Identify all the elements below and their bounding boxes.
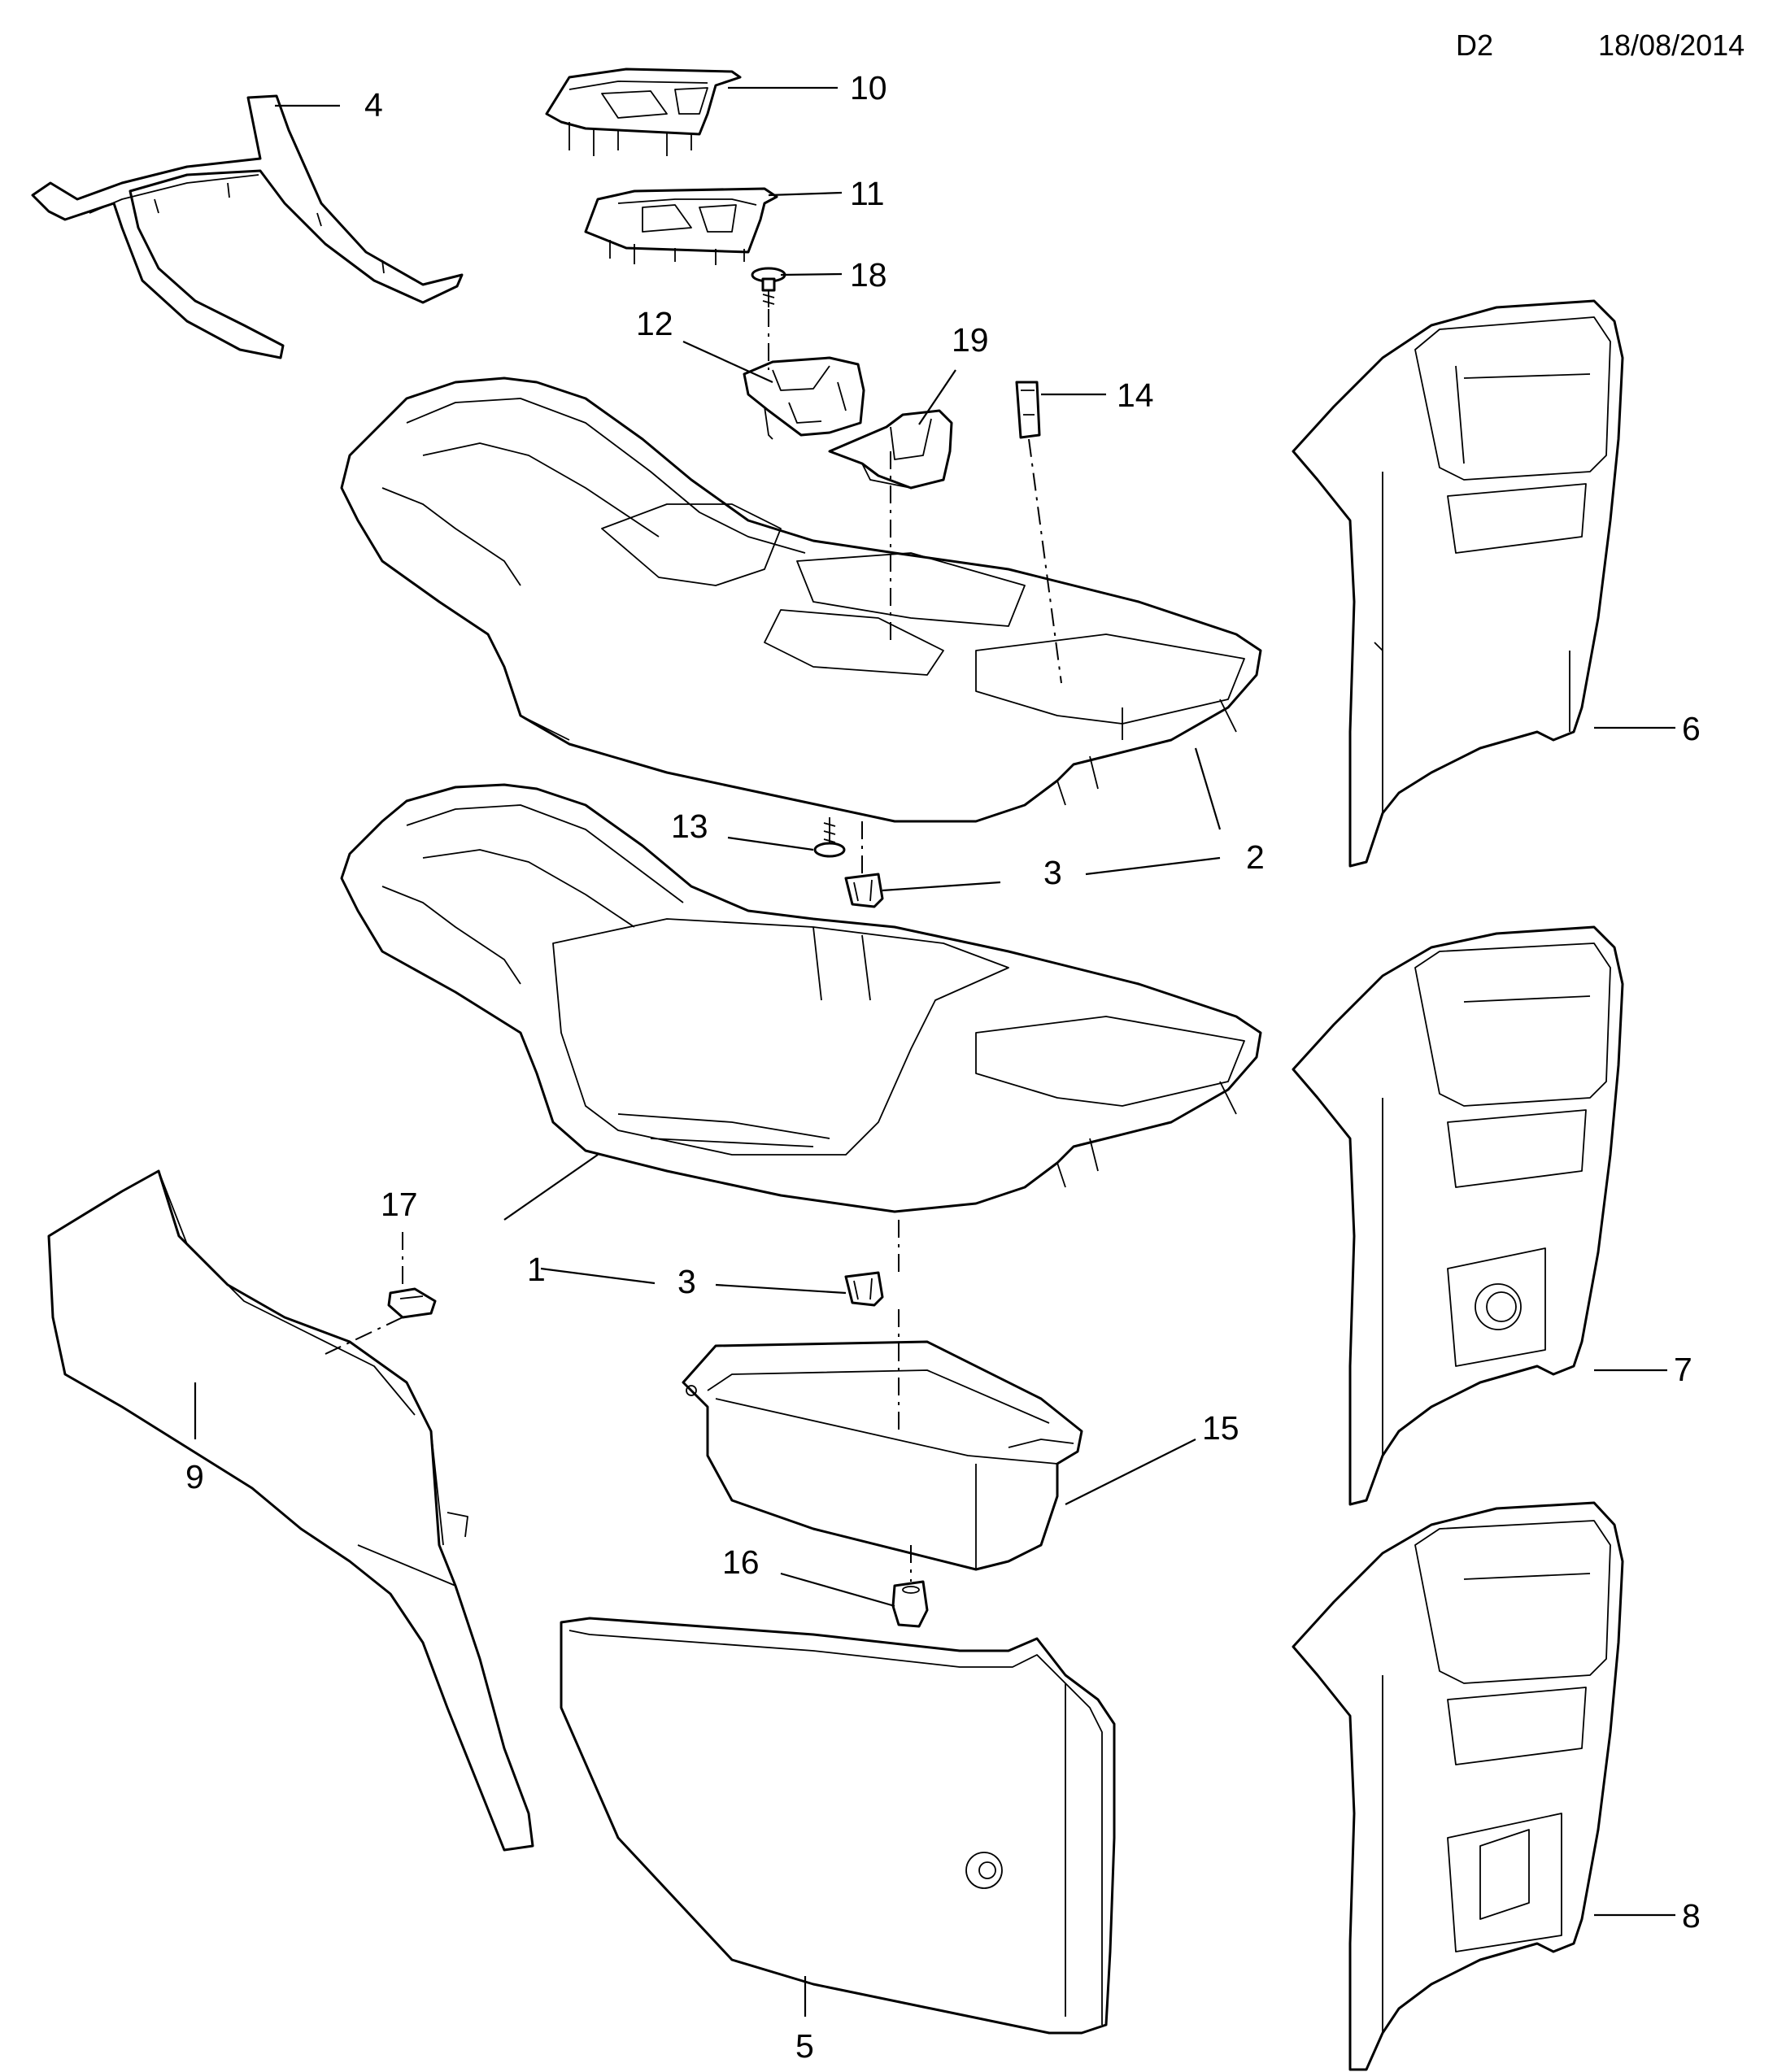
callout-labels: 1 2 3 3 4 5 6 7 8 9 10 11 12 13 14 15 16… xyxy=(185,69,1701,2065)
diagram-code: D2 xyxy=(1456,28,1493,62)
callout-19: 19 xyxy=(952,321,989,359)
part-18-screw xyxy=(751,267,786,307)
part-8-rear-panel xyxy=(1292,1501,1624,2071)
part-1-console-lower xyxy=(340,783,1262,1213)
part-12-bracket xyxy=(743,356,865,440)
callout-8: 8 xyxy=(1682,1897,1701,1935)
part-11-bezel xyxy=(584,187,778,265)
callout-10: 10 xyxy=(850,69,887,107)
part-14-clip xyxy=(1015,381,1041,439)
callout-5: 5 xyxy=(795,2027,814,2065)
leader-lines xyxy=(194,86,1675,2017)
part-7-rear-panel xyxy=(1292,925,1624,1506)
part-3-clip-lower xyxy=(844,1271,884,1307)
callout-16: 16 xyxy=(722,1543,760,1581)
callout-4: 4 xyxy=(364,86,383,124)
callout-11: 11 xyxy=(850,175,885,212)
callout-17: 17 xyxy=(381,1186,418,1223)
callout-3-lower: 3 xyxy=(677,1263,696,1300)
callout-1: 1 xyxy=(527,1251,546,1288)
part-15-storage-box xyxy=(682,1340,1083,1571)
part-6-rear-panel xyxy=(1292,299,1624,868)
callout-3-upper: 3 xyxy=(1043,854,1062,891)
callout-7: 7 xyxy=(1674,1351,1692,1388)
callout-6: 6 xyxy=(1682,710,1701,747)
part-3-clip-upper xyxy=(844,873,884,908)
callout-14: 14 xyxy=(1117,377,1154,414)
callout-15: 15 xyxy=(1202,1409,1239,1447)
callout-9: 9 xyxy=(185,1458,204,1495)
callout-18: 18 xyxy=(850,256,887,294)
callout-2: 2 xyxy=(1246,838,1265,876)
diagram-date: 18/08/2014 xyxy=(1598,28,1745,62)
part-4-front-trim xyxy=(31,94,464,359)
assembly-axes xyxy=(325,309,1062,1582)
callout-12: 12 xyxy=(636,305,673,342)
part-9-side-panel xyxy=(47,1169,534,1852)
part-13-screw xyxy=(813,817,846,858)
part-10-bezel xyxy=(545,67,742,156)
part-16-nut xyxy=(891,1580,929,1628)
callout-13: 13 xyxy=(671,807,708,845)
part-2-console-upper xyxy=(340,377,1262,823)
part-17-clip xyxy=(387,1287,437,1319)
part-19-insert xyxy=(828,409,953,490)
part-5-lower-panel xyxy=(560,1617,1116,2035)
